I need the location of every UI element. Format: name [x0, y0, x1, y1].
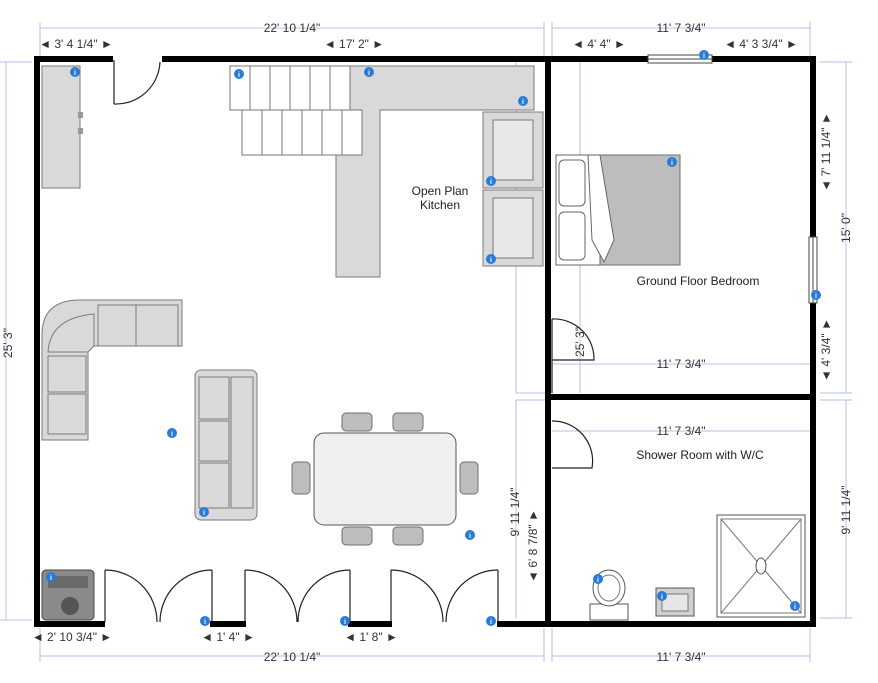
info-icon[interactable]: i: [486, 176, 496, 186]
dim-shower-height-seg: ◄ 6' 8 7/8" ►: [526, 509, 540, 583]
svg-text:i: i: [490, 257, 492, 264]
info-icon[interactable]: i: [199, 507, 209, 517]
svg-text:i: i: [703, 53, 705, 60]
svg-text:i: i: [171, 431, 173, 438]
dimension-labels: 22' 10 1/4" ◄ 3' 4 1/4" ► ◄ 17' 2" ► 11'…: [1, 21, 853, 664]
info-icon[interactable]: i: [657, 591, 667, 601]
info-icon[interactable]: i: [167, 428, 177, 438]
svg-text:i: i: [522, 99, 524, 106]
svg-text:i: i: [490, 619, 492, 626]
svg-text:i: i: [490, 179, 492, 186]
info-icon[interactable]: i: [340, 616, 350, 626]
double-bed: [555, 154, 681, 266]
dim-shower-height-right: 9' 11 1/4": [839, 485, 853, 534]
kitchen-label-line1: Open Plan: [412, 184, 469, 198]
dim-bottom-seg1: ◄ 2' 10 3/4" ►: [32, 630, 112, 644]
walls: [34, 54, 818, 627]
dim-top-right-total: 11' 7 3/4": [656, 21, 705, 35]
dim-top-right-seg2: ◄ 4' 3 3/4" ►: [724, 37, 798, 51]
svg-text:i: i: [661, 594, 663, 601]
info-icon[interactable]: i: [486, 616, 496, 626]
wash-basin: [655, 587, 695, 617]
staircase: [229, 65, 363, 156]
boiler-unit: [41, 569, 95, 621]
svg-text:i: i: [203, 510, 205, 517]
svg-text:i: i: [469, 533, 471, 540]
svg-text:i: i: [344, 619, 346, 626]
dim-top-mid-seg: ◄ 17' 2" ►: [324, 37, 384, 51]
info-icon[interactable]: i: [486, 254, 496, 264]
svg-text:i: i: [671, 160, 673, 167]
info-icon[interactable]: i: [518, 96, 528, 106]
svg-text:i: i: [815, 293, 817, 300]
dimension-lines: [0, 22, 852, 662]
dim-bedroom-height: 25' 3": [573, 327, 587, 357]
dim-bedroom-width: 11' 7 3/4": [656, 357, 705, 371]
dim-right-height: 15' 0": [839, 213, 853, 243]
info-icon[interactable]: i: [465, 530, 475, 540]
bedroom-label: Ground Floor Bedroom: [637, 274, 760, 288]
info-icon[interactable]: i: [70, 67, 80, 77]
sofa: [194, 369, 258, 521]
dim-top-total: 22' 10 1/4": [264, 21, 321, 35]
info-icon[interactable]: i: [364, 67, 374, 77]
info-icon[interactable]: i: [790, 601, 800, 611]
dim-bottom-right-total: 11' 7 3/4": [656, 650, 705, 664]
dining-table: [291, 412, 479, 546]
svg-text:i: i: [74, 70, 76, 77]
info-icon[interactable]: i: [811, 290, 821, 300]
kitchen-label-line2: Kitchen: [420, 198, 460, 212]
shower-room-label: Shower Room with W/C: [636, 448, 764, 462]
info-icon[interactable]: i: [699, 50, 709, 60]
dim-bottom-seg2: ◄ 1' 4" ►: [201, 630, 255, 644]
info-icon[interactable]: i: [46, 572, 56, 582]
kitchen-counter: [41, 65, 535, 278]
doors: [104, 60, 595, 623]
svg-text:i: i: [50, 575, 52, 582]
dim-top-right-seg1: ◄ 4' 4" ►: [572, 37, 626, 51]
dim-top-left-seg: ◄ 3' 4 1/4" ►: [39, 37, 113, 51]
info-icon[interactable]: i: [667, 157, 677, 167]
dim-bottom-total: 22' 10 1/4": [264, 650, 321, 664]
svg-text:i: i: [204, 619, 206, 626]
svg-text:i: i: [597, 577, 599, 584]
dim-right-seg1: ◄ 7' 11 1/4" ►: [819, 112, 833, 191]
dim-right-seg2: ◄ 4' 3/4" ►: [819, 318, 833, 382]
svg-text:i: i: [368, 70, 370, 77]
dim-bottom-seg3: ◄ 1' 8" ►: [344, 630, 398, 644]
dim-shower-height-left: 9' 11 1/4": [508, 487, 522, 536]
shower-tray: [716, 514, 806, 618]
dim-shower-width: 11' 7 3/4": [656, 424, 705, 438]
svg-text:i: i: [794, 604, 796, 611]
info-icon[interactable]: i: [234, 69, 244, 79]
info-icon[interactable]: i: [200, 616, 210, 626]
svg-text:i: i: [238, 72, 240, 79]
dim-left-height: 25' 3": [1, 328, 15, 358]
corner-sofa: [41, 299, 183, 441]
info-icon[interactable]: i: [593, 574, 603, 584]
cooker-appliances: [482, 111, 544, 267]
